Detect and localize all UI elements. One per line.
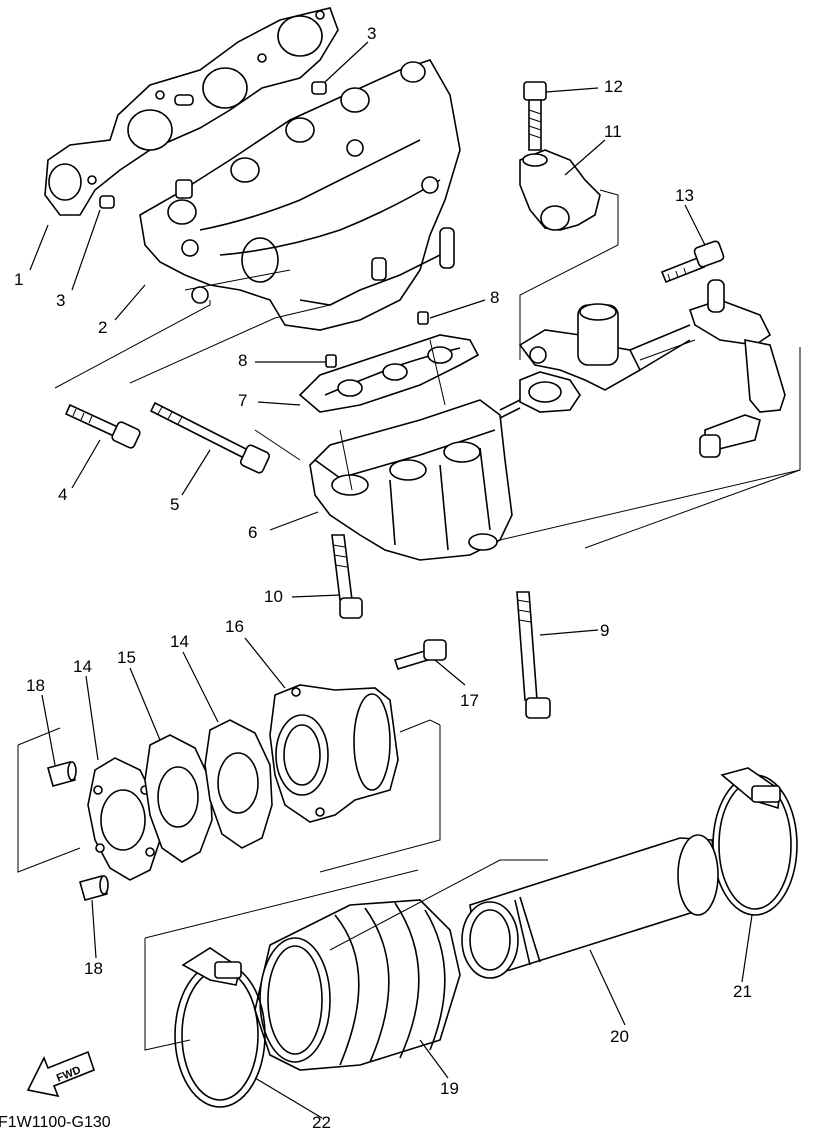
gasket-14-right xyxy=(204,719,273,849)
cylinder-gasket xyxy=(298,334,480,413)
callout-18-upper: 18 xyxy=(26,676,45,695)
bolt-13 xyxy=(660,240,725,284)
gasket-14-left xyxy=(87,757,161,881)
bolt-5 xyxy=(149,401,271,474)
manifold-gasket xyxy=(44,7,339,216)
callout-7: 7 xyxy=(238,391,247,410)
bracket-11 xyxy=(519,149,601,231)
dowel-pin-8-lower xyxy=(325,354,337,368)
callout-14-right: 14 xyxy=(170,632,189,651)
callout-1: 1 xyxy=(14,270,23,289)
exhaust-adapter-16 xyxy=(269,684,399,823)
callout-3-upper: 3 xyxy=(367,24,376,43)
callout-19: 19 xyxy=(440,1079,459,1098)
dowel-pin-8-upper xyxy=(417,311,429,325)
callout-8-lower: 8 xyxy=(238,351,247,370)
callout-14-left: 14 xyxy=(73,657,92,676)
callout-9: 9 xyxy=(600,621,609,640)
callout-8-upper: 8 xyxy=(490,288,499,307)
callout-11: 11 xyxy=(604,122,622,141)
collar-18-lower xyxy=(79,875,109,901)
callout-6: 6 xyxy=(248,523,257,542)
callout-5: 5 xyxy=(170,495,179,514)
callout-12: 12 xyxy=(604,77,623,96)
callout-20: 20 xyxy=(610,1027,629,1046)
collar-18-upper xyxy=(47,761,77,787)
callout-15: 15 xyxy=(117,648,136,667)
clamp-22 xyxy=(174,947,266,1108)
exhaust-manifold xyxy=(139,59,461,331)
forward-arrow-icon: FWD xyxy=(26,1050,95,1098)
water-pipe-assembly xyxy=(499,279,786,458)
dowel-pin-upper xyxy=(311,81,327,95)
callout-10: 10 xyxy=(264,587,283,606)
rubber-joint-19 xyxy=(254,899,461,1071)
dowel-pin-lower xyxy=(99,195,115,209)
bolt-9 xyxy=(516,591,551,719)
callout-21: 21 xyxy=(733,982,752,1001)
leader-lines xyxy=(17,41,801,1119)
callout-22: 22 xyxy=(312,1113,331,1128)
gasket-15 xyxy=(144,734,213,863)
drawing-code: F1W1100-G130 xyxy=(0,1114,111,1128)
bolt-10 xyxy=(331,534,363,619)
bolt-4 xyxy=(64,403,141,449)
callout-2: 2 xyxy=(98,318,107,337)
exhaust-muffler-body xyxy=(309,399,513,561)
bolt-12 xyxy=(523,81,547,151)
bolt-17 xyxy=(393,639,447,670)
callout-17: 17 xyxy=(460,691,479,710)
callout-numbers: 1 2 3 3 4 5 6 7 8 8 9 10 11 12 13 14 14 … xyxy=(14,24,752,1128)
callout-13: 13 xyxy=(675,186,694,205)
callout-4: 4 xyxy=(58,485,67,504)
callout-3-lower: 3 xyxy=(56,291,65,310)
callout-18-lower: 18 xyxy=(84,959,103,978)
exhaust-pipe-20 xyxy=(461,834,719,979)
callout-16: 16 xyxy=(225,617,244,636)
clamp-21 xyxy=(712,767,798,916)
